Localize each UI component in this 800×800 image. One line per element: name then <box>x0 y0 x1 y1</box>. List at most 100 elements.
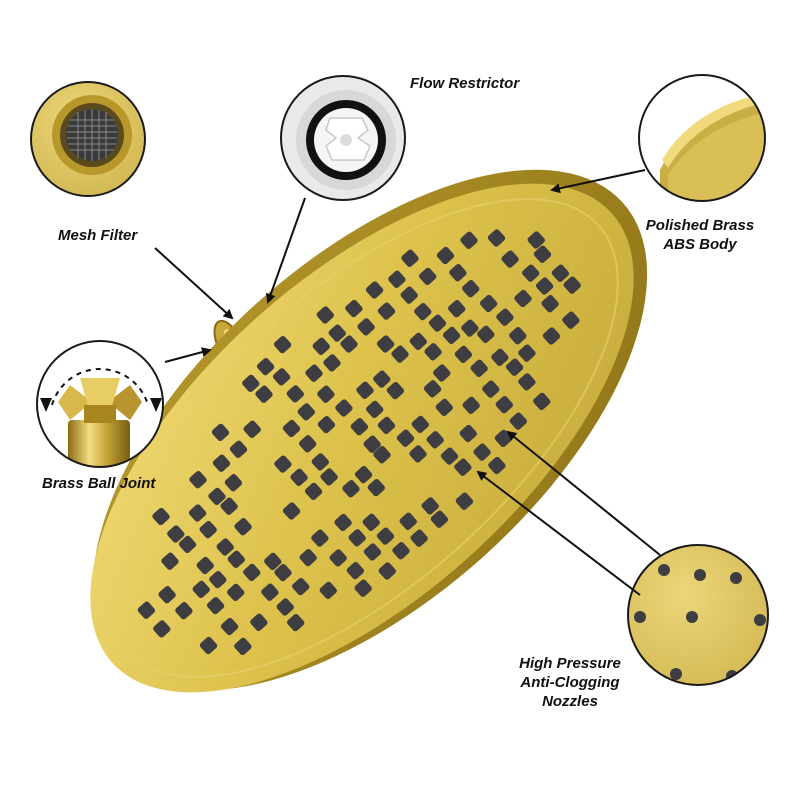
nozzle <box>216 538 234 556</box>
nozzle <box>401 249 419 267</box>
nozzle <box>455 492 474 510</box>
nozzle <box>354 579 372 597</box>
nozzle <box>189 471 207 489</box>
nozzle <box>419 267 437 286</box>
nozzle <box>373 446 391 464</box>
nozzle <box>518 373 536 391</box>
nozzle <box>292 577 310 596</box>
flow-restrictor-callout <box>280 75 406 201</box>
nozzle <box>199 520 217 539</box>
nozzles-label-line1: High Pressure <box>519 655 621 672</box>
arrow-nozzles-2 <box>476 470 641 596</box>
nozzle <box>282 419 301 438</box>
nozzle <box>518 344 536 362</box>
nozzle <box>287 613 305 632</box>
nozzle <box>317 385 335 403</box>
nozzles-label: High Pressure Anti-Clogging Nozzles <box>500 654 640 711</box>
nozzle <box>328 324 346 342</box>
nozzle <box>274 455 292 473</box>
nozzle <box>342 480 360 498</box>
nozzle <box>410 529 428 547</box>
nozzle <box>199 636 218 655</box>
nozzle <box>376 335 395 353</box>
nozzle <box>158 586 176 604</box>
nozzle <box>282 502 301 520</box>
nozzle <box>533 245 552 263</box>
nozzle <box>348 529 366 547</box>
nozzle <box>264 552 282 571</box>
nozzle <box>319 581 337 600</box>
nozzle <box>299 435 317 453</box>
nozzle <box>414 302 432 321</box>
nozzle <box>421 497 439 515</box>
arrow-mesh-filter <box>154 247 234 320</box>
nozzle <box>454 345 473 364</box>
nozzle <box>392 542 410 560</box>
nozzle <box>448 300 466 318</box>
nozzle <box>433 364 451 382</box>
nozzle <box>340 335 358 353</box>
mesh-filter-label: Mesh Filter <box>58 227 138 244</box>
nozzle <box>377 302 396 320</box>
nozzle <box>320 468 338 486</box>
nozzle <box>400 286 418 304</box>
arrow-nozzles-1 <box>506 430 661 556</box>
nozzle <box>423 380 442 398</box>
nozzle <box>533 392 551 411</box>
nozzle <box>227 550 245 568</box>
nozzle <box>255 385 273 403</box>
nozzle <box>209 570 227 589</box>
nozzle <box>153 620 171 638</box>
arrow-flow-restrictor <box>265 197 306 304</box>
nozzle <box>430 510 449 528</box>
nozzle <box>167 525 185 543</box>
nozzle <box>220 497 238 515</box>
nozzle <box>363 435 381 453</box>
polished-brass-callout <box>638 74 766 202</box>
nozzle <box>527 231 545 249</box>
nozzle <box>242 374 260 393</box>
nozzle <box>276 598 294 616</box>
nozzle <box>188 504 207 522</box>
nozzle <box>212 454 231 472</box>
nozzle <box>460 231 478 249</box>
nozzle <box>487 229 506 247</box>
nozzle <box>299 548 317 567</box>
nozzle <box>329 549 347 567</box>
nozzle <box>435 398 453 417</box>
nozzle <box>505 358 524 376</box>
arrow-ball-joint <box>164 347 212 363</box>
nozzle <box>137 601 156 619</box>
nozzles-callout <box>627 544 769 686</box>
nozzle <box>551 264 570 282</box>
nozzle <box>501 250 519 268</box>
nozzle <box>323 354 341 372</box>
nozzle <box>542 327 561 345</box>
nozzle <box>229 440 248 458</box>
nozzle <box>378 562 396 580</box>
arrow-polished-brass <box>550 169 646 194</box>
shower-disc-face <box>90 183 634 693</box>
nozzle <box>376 527 395 545</box>
nozzle <box>224 474 243 492</box>
nozzle <box>449 264 467 282</box>
nozzle <box>290 468 308 486</box>
nozzle <box>357 318 375 336</box>
nozzle <box>495 396 513 414</box>
nozzle <box>436 246 455 265</box>
nozzle <box>535 277 554 295</box>
nozzle <box>234 637 252 656</box>
ball-joint-callout <box>36 340 164 468</box>
nozzle <box>356 381 374 399</box>
nozzle <box>426 431 444 449</box>
nozzle <box>346 561 365 580</box>
nozzle <box>161 552 179 570</box>
nozzle <box>272 368 291 386</box>
nozzle <box>522 264 540 282</box>
nozzle-grid <box>137 229 581 656</box>
nozzle <box>396 429 415 447</box>
nozzle <box>509 412 527 430</box>
nozzle <box>345 299 363 318</box>
shower-head <box>90 169 648 693</box>
nozzle <box>367 478 385 497</box>
